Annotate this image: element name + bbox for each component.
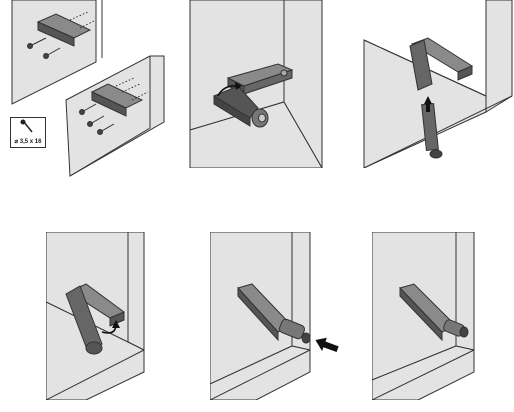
screw-icon	[20, 119, 33, 133]
step-5-panel	[210, 232, 314, 400]
screw-spec-label: ⌀ 3,5 x 16	[14, 139, 42, 145]
step-1-panel	[0, 0, 170, 180]
step-2-panel	[188, 0, 324, 168]
screw-spec-badge: ⌀ 3,5 x 16	[10, 117, 46, 148]
step-6-panel	[372, 232, 476, 400]
step-4-panel	[46, 232, 146, 400]
step-3-panel	[362, 0, 514, 168]
step-5-push-arrow	[312, 336, 340, 356]
